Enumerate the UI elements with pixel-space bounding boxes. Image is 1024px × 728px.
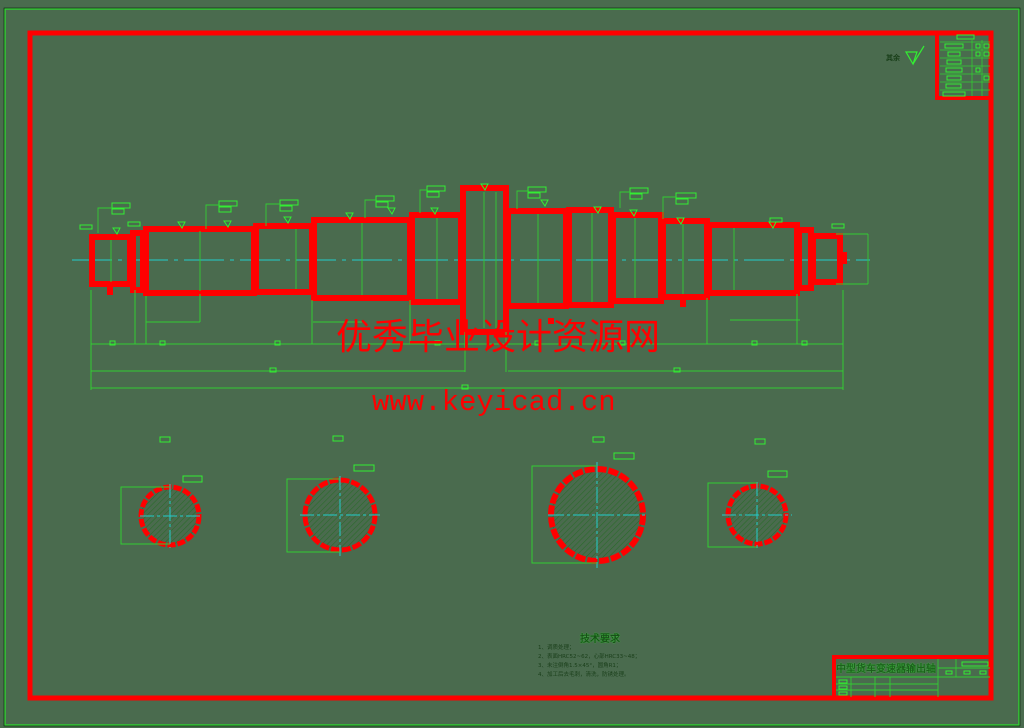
shaft-main-view [72, 183, 870, 390]
section-view-a [120, 436, 203, 548]
title-block [832, 655, 993, 700]
section-view-c [531, 436, 648, 568]
section-view-b [286, 435, 380, 556]
surface-roughness-note: 其余 [886, 54, 900, 62]
technical-requirements-list: 1、调质处理； 2、表面HRC52~62，心部HRC33~48； 3、未注倒角1… [538, 644, 640, 680]
watermark-url[interactable]: www.keyicad.cn [372, 386, 616, 419]
tech-item: 2、表面HRC52~62，心部HRC33~48； [538, 654, 641, 660]
technical-requirements-heading: 技术要求 [580, 634, 620, 645]
watermark-chinese: 优秀毕业设计资源网 [336, 317, 661, 358]
outer-border [4, 8, 1020, 726]
inner-frame [27, 30, 994, 701]
roughness-symbol [904, 45, 925, 66]
tech-item: 1、调质处理； [538, 645, 575, 651]
part-name: 中型货车变速器输出轴 [836, 664, 936, 675]
section-view-d [707, 438, 792, 550]
tech-item: 4、加工后去毛刺，清洗，防锈处理。 [538, 672, 630, 678]
drawing-number-block [935, 31, 993, 100]
tech-item: 3、未注倒角1.5×45°，圆角R1； [538, 663, 622, 669]
